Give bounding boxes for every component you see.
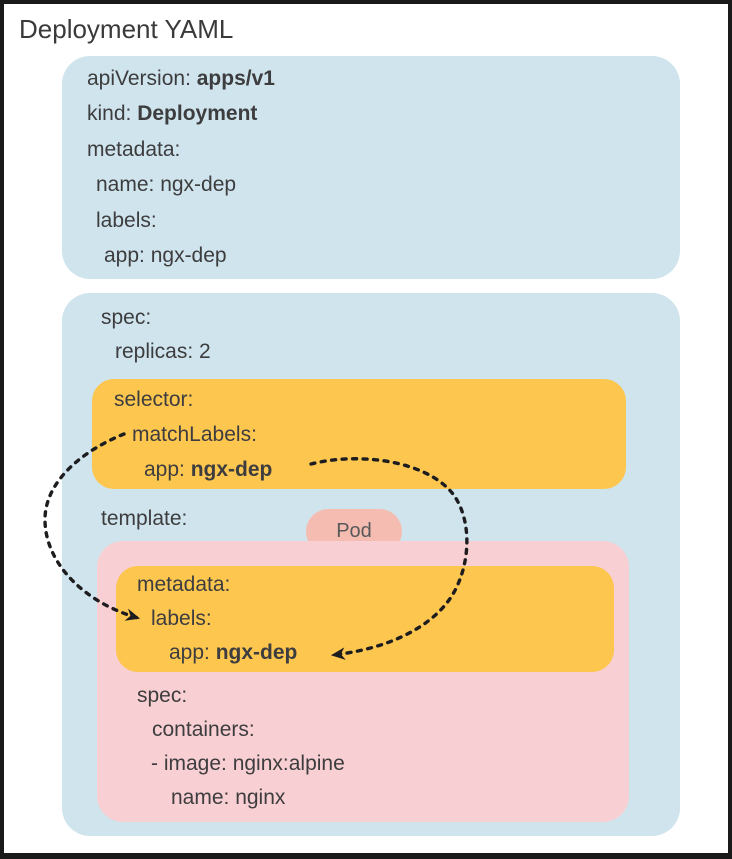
yaml-line-app: app: ngx-dep [104, 238, 680, 273]
yaml-key: app: ngx-dep [104, 244, 227, 268]
yaml-key: app: [144, 458, 191, 481]
yaml-line-image: - image: nginx:alpine [151, 752, 345, 775]
yaml-line-pod-spec: spec: [137, 684, 188, 707]
yaml-line-apiversion: apiVersion: apps/v1 [87, 61, 680, 96]
yaml-line-app-selector: app: ngx-dep [144, 452, 626, 487]
yaml-value: ngx-dep [215, 641, 298, 664]
yaml-value: Deployment [137, 102, 258, 126]
spec-lines: spec: replicas: 2 [101, 301, 211, 369]
pod-template-box: metadata: labels: app: ngx-dep spec: con… [97, 541, 629, 822]
diagram-title: Deployment YAML [19, 14, 234, 44]
yaml-line-matchlabels: matchLabels: [132, 417, 626, 452]
yaml-line-containers: containers: [152, 718, 255, 741]
yaml-line-template: template: [101, 507, 188, 530]
yaml-key: labels: [151, 607, 212, 630]
yaml-line-pod-metadata: metadata: [137, 568, 614, 602]
yaml-line-pod-labels: labels: [151, 602, 614, 636]
yaml-key: apiVersion: [87, 67, 197, 90]
yaml-value: ngx-dep [190, 458, 273, 481]
yaml-key: selector: [114, 388, 194, 411]
yaml-key: labels: [96, 208, 157, 232]
selector-box: selector: matchLabels: app: ngx-dep [92, 379, 626, 489]
deployment-spec-box: spec: replicas: 2 selector: matchLabels:… [62, 293, 680, 836]
yaml-line-metadata: metadata: [87, 132, 680, 167]
yaml-key: metadata: [87, 137, 181, 161]
yaml-value: apps/v1 [196, 67, 275, 90]
deployment-metadata-box: apiVersion: apps/v1 kind: Deployment met… [62, 56, 680, 279]
yaml-line-name: name: ngx-dep [96, 167, 680, 202]
pod-metadata-box: metadata: labels: app: ngx-dep [116, 566, 614, 672]
yaml-line-selector: selector: [114, 382, 626, 417]
yaml-line-kind: kind: Deployment [87, 96, 680, 131]
yaml-key: matchLabels: [132, 423, 257, 446]
yaml-line-replicas: replicas: 2 [115, 340, 211, 363]
yaml-key: app: [169, 641, 216, 664]
yaml-line-container-name: name: nginx [171, 786, 286, 809]
pod-badge-label: Pod [336, 520, 372, 542]
yaml-key: metadata: [137, 573, 231, 596]
yaml-line-spec: spec: [101, 306, 152, 329]
yaml-key: kind: [87, 102, 138, 126]
yaml-line-labels: labels: [96, 203, 680, 238]
yaml-key: name: ngx-dep [96, 173, 237, 197]
pod-spec-lines: spec: containers: - image: nginx:alpine … [137, 679, 345, 815]
yaml-line-pod-app: app: ngx-dep [169, 636, 614, 670]
